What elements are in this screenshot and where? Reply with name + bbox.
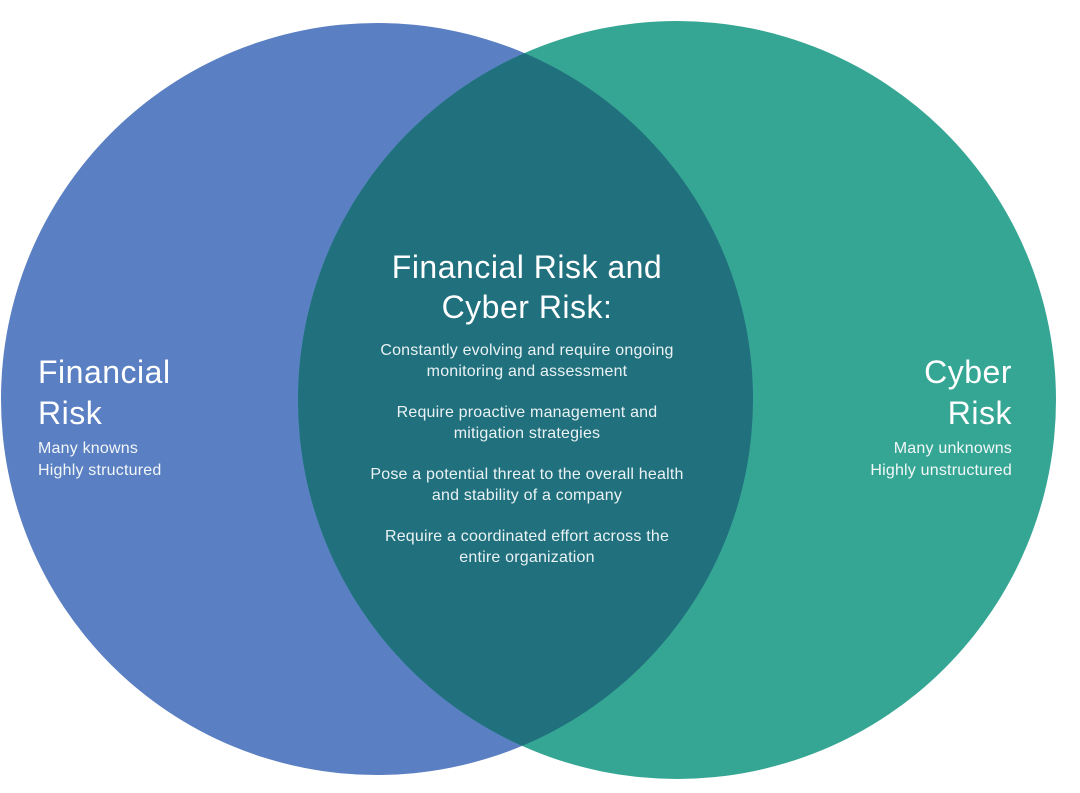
overlap-label: Financial Risk and Cyber Risk: Constantl… xyxy=(327,247,727,588)
overlap-point-4-line2: entire organization xyxy=(459,549,595,566)
financial-risk-subtitle-line1: Many knowns xyxy=(38,440,139,457)
financial-risk-title: Financial Risk xyxy=(38,352,171,434)
overlap-point-2-line1: Require proactive management and xyxy=(396,404,658,421)
overlap-region xyxy=(298,23,753,775)
overlap-title-line2: Cyber Risk: xyxy=(441,289,613,325)
cyber-risk-title-line1: Cyber xyxy=(924,354,1012,390)
overlap-point-3-line1: Pose a potential threat to the overall h… xyxy=(370,466,684,483)
cyber-risk-subtitle-line2: Highly unstructured xyxy=(870,462,1012,479)
overlap-point-3-line2: and stability of a company xyxy=(431,487,623,504)
overlap-point-2: Require proactive management and mitigat… xyxy=(327,402,727,444)
overlap-title: Financial Risk and Cyber Risk: xyxy=(327,247,727,327)
financial-risk-title-line2: Risk xyxy=(38,395,103,431)
overlap-point-3: Pose a potential threat to the overall h… xyxy=(327,464,727,506)
cyber-risk-subtitle-line1: Many unknowns xyxy=(893,440,1012,457)
overlap-title-line1: Financial Risk and xyxy=(391,249,663,285)
cyber-risk-subtitle: Many unknowns Highly unstructured xyxy=(870,438,1012,482)
overlap-point-1: Constantly evolving and require ongoing … xyxy=(327,340,727,382)
financial-risk-label: Financial Risk Many knowns Highly struct… xyxy=(38,352,171,482)
overlap-point-4: Require a coordinated effort across the … xyxy=(327,526,727,568)
financial-risk-subtitle: Many knowns Highly structured xyxy=(38,438,171,482)
overlap-point-1-line1: Constantly evolving and require ongoing xyxy=(380,342,674,359)
cyber-risk-label: Cyber Risk Many unknowns Highly unstruct… xyxy=(870,352,1012,482)
overlap-point-4-line1: Require a coordinated effort across the xyxy=(384,528,670,545)
financial-risk-subtitle-line2: Highly structured xyxy=(38,462,162,479)
cyber-risk-title-line2: Risk xyxy=(947,395,1012,431)
overlap-point-1-line2: monitoring and assessment xyxy=(426,363,628,380)
financial-risk-title-line1: Financial xyxy=(38,354,171,390)
cyber-risk-title: Cyber Risk xyxy=(870,352,1012,434)
overlap-point-2-line2: mitigation strategies xyxy=(453,425,601,442)
